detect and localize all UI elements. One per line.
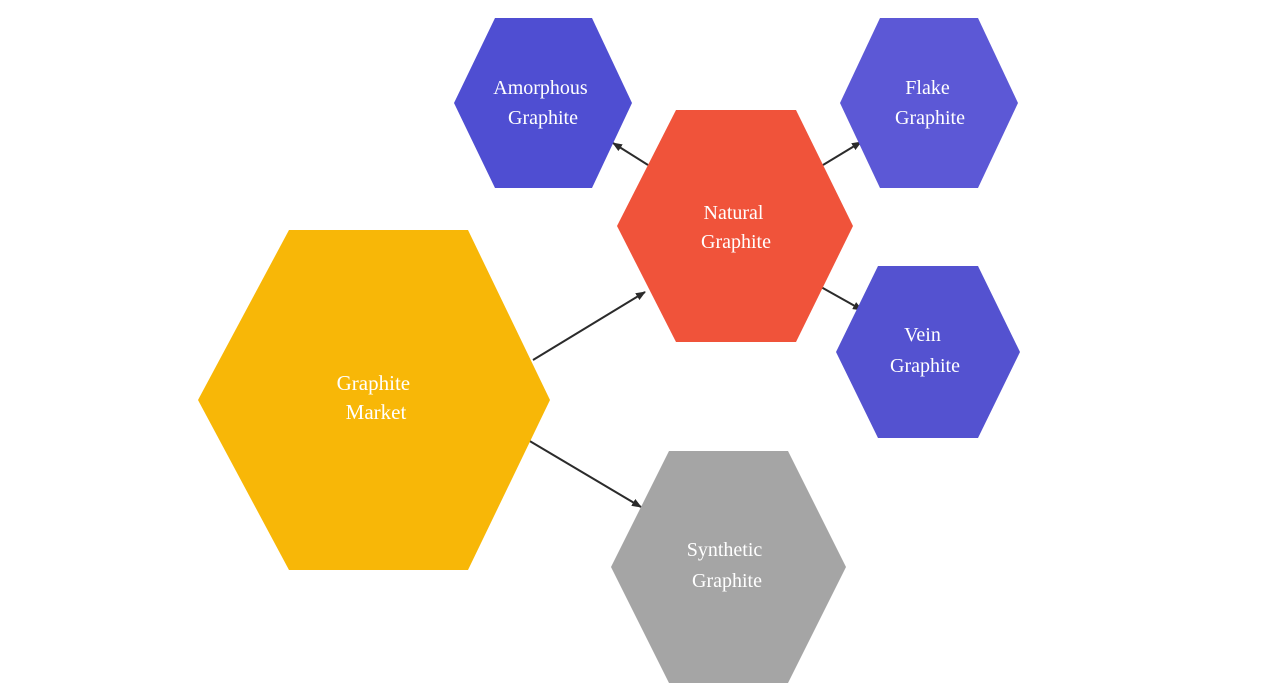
graphite-market-line2: Market — [346, 400, 407, 424]
graphite-market-line1: Graphite — [337, 371, 410, 395]
node-natural-graphite: Natural Graphite — [617, 110, 853, 342]
hexagon-vein-graphite — [836, 266, 1020, 438]
node-synthetic-graphite: Synthetic Graphite — [611, 451, 846, 683]
arrow-market-to-synthetic — [527, 439, 642, 508]
arrows — [527, 141, 863, 508]
vein-graphite-line2: Graphite — [890, 355, 960, 377]
synthetic-graphite-line1: Synthetic — [687, 539, 763, 561]
arrow-natural-to-vein — [820, 286, 863, 311]
amorphous-graphite-line1: Amorphous — [493, 77, 588, 99]
hexagon-flake-graphite — [840, 18, 1018, 188]
flake-graphite-label: Flake Graphite — [895, 77, 965, 129]
vein-graphite-label: Vein Graphite — [890, 324, 960, 377]
synthetic-graphite-label: Synthetic Graphite — [687, 539, 768, 592]
amorphous-graphite-line2: Graphite — [508, 107, 578, 129]
hexagon-synthetic-graphite — [611, 451, 846, 683]
node-flake-graphite: Flake Graphite — [840, 18, 1018, 188]
natural-graphite-line1: Natural — [704, 202, 764, 224]
natural-graphite-line2: Graphite — [701, 231, 771, 253]
amorphous-graphite-label: Amorphous Graphite — [493, 77, 592, 129]
synthetic-graphite-line2: Graphite — [692, 570, 762, 592]
node-amorphous-graphite: Amorphous Graphite — [454, 18, 632, 188]
arrow-market-to-natural — [532, 291, 646, 361]
arrow-natural-to-amorphous — [612, 142, 649, 166]
vein-graphite-line1: Vein — [904, 324, 941, 346]
hexagon-amorphous-graphite — [454, 18, 632, 188]
natural-graphite-label: Natural Graphite — [701, 202, 771, 253]
arrow-natural-to-flake — [822, 141, 862, 166]
graphite-market-label: Graphite Market — [337, 371, 416, 424]
flake-graphite-line1: Flake — [905, 77, 950, 99]
hexagon-graphite-market — [198, 230, 550, 570]
node-graphite-market: Graphite Market — [198, 230, 550, 570]
node-vein-graphite: Vein Graphite — [836, 266, 1020, 438]
hexagon-natural-graphite — [617, 110, 853, 342]
flake-graphite-line2: Graphite — [895, 107, 965, 129]
